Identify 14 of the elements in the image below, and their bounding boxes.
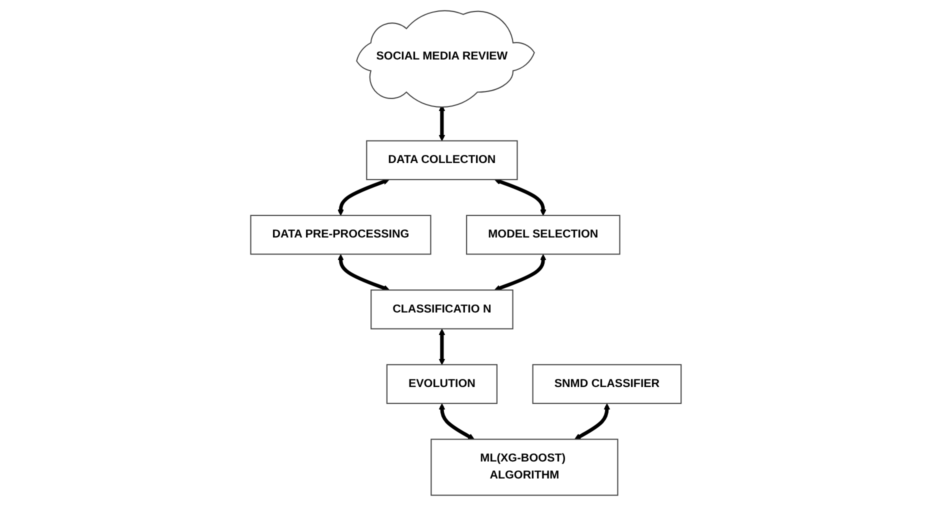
node-box: EVOLUTION	[386, 364, 498, 404]
arrow	[494, 178, 546, 216]
node-box: DATA COLLECTION	[366, 140, 518, 180]
node-box: CLASSIFICATIO N	[370, 290, 513, 330]
arrow	[337, 178, 389, 216]
arrow	[438, 403, 474, 440]
node-box: SNMD CLASSIFIER	[532, 364, 682, 404]
node-box: ML(XG-BOOST) ALGORITHM	[430, 438, 618, 496]
node-box: MODEL SELECTION	[466, 214, 620, 255]
arrow	[337, 254, 390, 292]
node-box: DATA PRE-PROCESSING	[250, 214, 431, 255]
arrow	[494, 254, 546, 292]
arrow	[438, 328, 445, 365]
arrow	[574, 403, 610, 440]
